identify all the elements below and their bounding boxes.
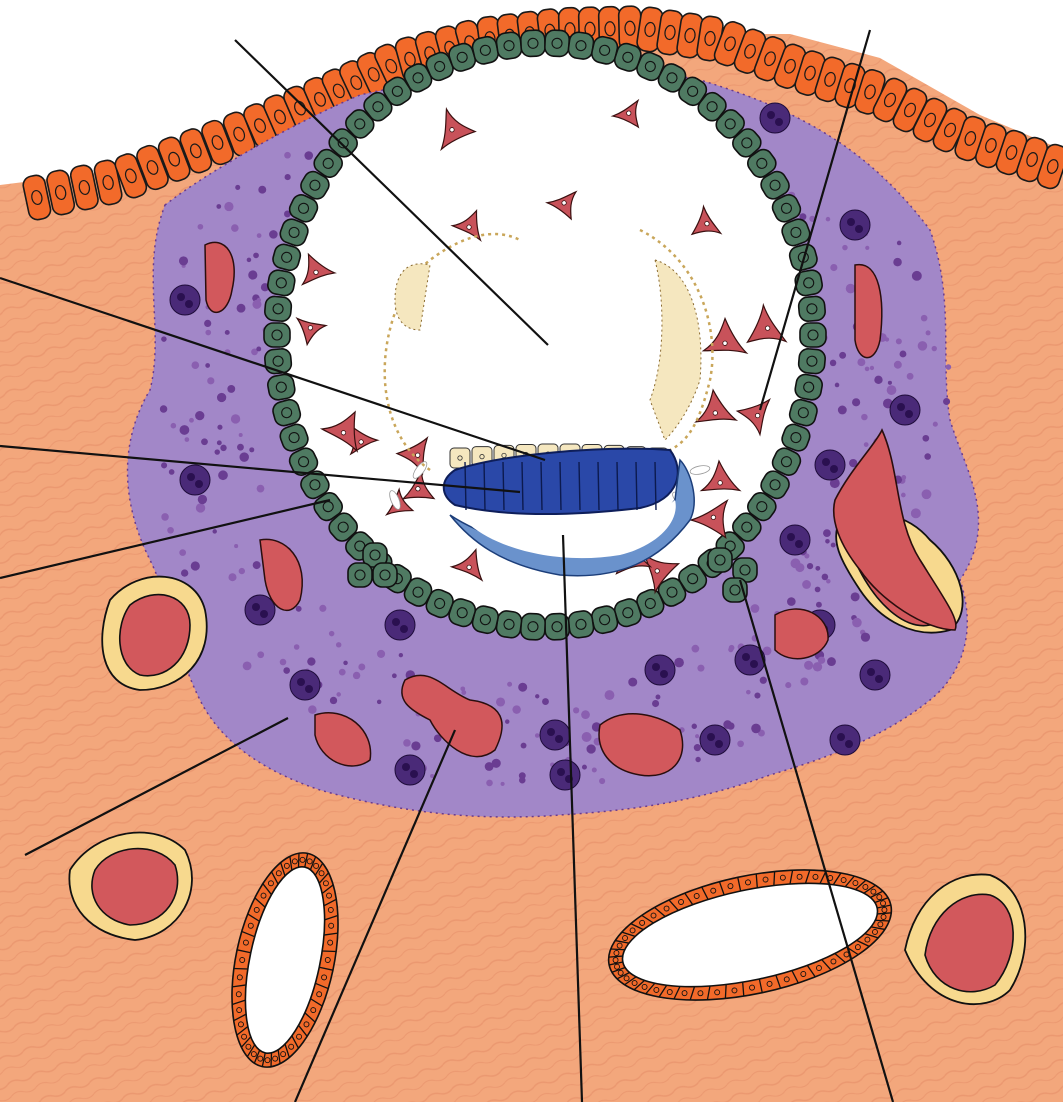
decidual-nucleus: [540, 720, 570, 750]
epiblast-cell-border: [655, 462, 656, 510]
cytotrophoblast-cell: [544, 30, 569, 57]
decidual-nucleus: [550, 760, 580, 790]
cytotrophoblast-cell: [348, 563, 372, 587]
cytotrophoblast-cell: [520, 613, 545, 640]
cytotrophoblast-cell: [495, 610, 522, 639]
cytotrophoblast-cell: [266, 269, 296, 297]
epiblast-cell-border: [560, 462, 561, 510]
decidual-nucleus: [170, 285, 200, 315]
epiblast-cell-border: [503, 462, 504, 510]
cytotrophoblast-cell: [794, 269, 824, 297]
epiblast-cell-border: [617, 462, 618, 510]
epiblast-cell-border: [484, 462, 485, 510]
cytotrophoblast-cell: [567, 31, 594, 60]
epiblast-cell-border: [522, 462, 523, 510]
cytotrophoblast-cell: [800, 323, 826, 347]
decidual-nucleus: [860, 660, 890, 690]
decidual-nucleus: [180, 465, 210, 495]
decidual-nucleus: [890, 395, 920, 425]
epiblast-cell-border: [579, 462, 580, 510]
cytotrophoblast-cell: [264, 323, 290, 347]
cytotrophoblast-cell: [794, 373, 824, 401]
decidual-nucleus: [395, 755, 425, 785]
cytotrophoblast-cell: [708, 548, 732, 572]
decidual-nucleus: [815, 450, 845, 480]
decidual-nucleus: [780, 525, 810, 555]
cytotrophoblast-cell: [798, 296, 826, 322]
cytotrophoblast-cell: [266, 373, 296, 401]
cytotrophoblast-cell: [264, 296, 292, 322]
cytotrophoblast-cell: [567, 610, 594, 639]
cytotrophoblast-cell: [373, 563, 397, 587]
decidual-nucleus: [700, 725, 730, 755]
decidual-nucleus: [840, 210, 870, 240]
epiblast-cell-border: [598, 462, 599, 510]
cytotrophoblast-cell: [495, 31, 522, 60]
epiblast-cell-border: [465, 462, 466, 510]
decidual-nucleus: [760, 103, 790, 133]
epiblast-cell-border: [541, 462, 542, 510]
decidual-nucleus: [830, 725, 860, 755]
epiblast-cell-border: [636, 462, 637, 510]
decidual-nucleus: [385, 610, 415, 640]
amnion-cell: [450, 448, 470, 468]
decidual-nucleus: [645, 655, 675, 685]
cytotrophoblast-cell: [798, 348, 826, 374]
decidual-nucleus: [290, 670, 320, 700]
cytotrophoblast-cell: [520, 30, 545, 57]
decidual-nucleus: [245, 595, 275, 625]
